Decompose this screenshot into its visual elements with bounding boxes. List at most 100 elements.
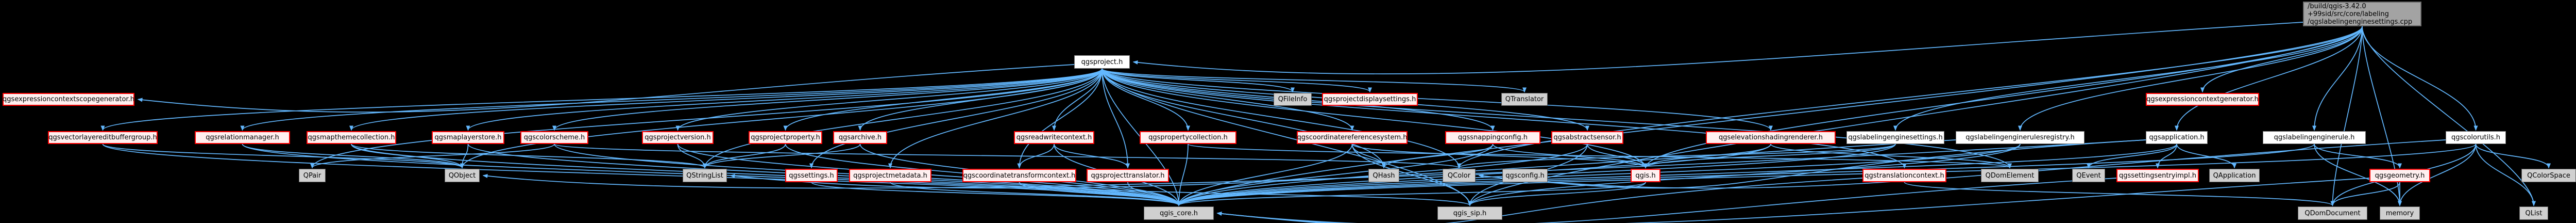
edge-qgscoordinatetransformcontext.h-to-qgis_core.h [1019, 182, 1181, 206]
edge-qgscolorutils.h-to-memory [2398, 144, 2477, 206]
edge-qgspropertycollection.h-to-qgis_core.h [1177, 144, 1189, 206]
node-qgsrelationmanager.h[interactable]: qgsrelationmanager.h [195, 131, 290, 144]
node-qgsexpressioncontextgenerator.h[interactable]: qgsexpressioncontextgenerator.h [2146, 93, 2259, 106]
edge-qgsproject.h-to-QObject [460, 68, 1103, 169]
node-QList[interactable]: QList [2519, 206, 2548, 220]
edge-qgscoordinatereferencesystem.h-to-qgis_core.h [1177, 144, 1353, 206]
edge-qgsrelationmanager.h-to-QObject [242, 144, 464, 169]
node-qgssettingsentryimpl.h[interactable]: qgssettingsentryimpl.h [2116, 169, 2199, 182]
node-qgsarchive.h[interactable]: qgsarchive.h [833, 131, 887, 144]
edge-qgsproject.h-to-QTranslator [1101, 68, 1527, 93]
node-qgsproject.h[interactable]: qgsproject.h [1074, 55, 1130, 69]
node-QApplication[interactable]: QApplication [2209, 169, 2260, 182]
node-qgsprojectproperty.h[interactable]: qgsprojectproperty.h [749, 131, 822, 144]
node-qgsreadwritecontext.h[interactable]: qgsreadwritecontext.h [1014, 131, 1094, 144]
node-QColorSpace[interactable]: QColorSpace [2521, 169, 2576, 182]
edge-qgis.h-to-qgis_core.h [1177, 182, 1646, 206]
node-qgsprojecttranslator.h[interactable]: qgsprojecttranslator.h [1087, 169, 1169, 182]
node-QDomDocument[interactable]: QDomDocument [2298, 206, 2367, 220]
edge-qgsproject.h-to-qgis.h [1101, 68, 1648, 169]
edge-qgsproject.h-to-qgscolorscheme.h [552, 68, 1103, 131]
node-QObject[interactable]: QObject [445, 169, 480, 182]
node-qgis.h[interactable]: qgis.h [1631, 169, 1660, 182]
node-QHash[interactable]: QHash [1368, 169, 1399, 182]
node-QTranslator[interactable]: QTranslator [1501, 93, 1548, 106]
edge-qgsproject.h-to-qgsvectorlayereditbuffergroup.h [100, 68, 1103, 131]
node-qgsprojectmetadata.h[interactable]: qgsprojectmetadata.h [849, 169, 931, 182]
node-qgsgeometry.h[interactable]: qgsgeometry.h [2369, 169, 2430, 182]
edge-cpp-to-qgslabelingenginerule.h [2312, 26, 2363, 131]
node-qgscoordinatereferencesystem.h[interactable]: qgscoordinatereferencesystem.h [1297, 131, 1408, 144]
edge-qgssnappingconfig.h-to-qgis_core.h [1177, 144, 1494, 206]
node-memory[interactable]: memory [2380, 206, 2420, 220]
node-cpp[interactable]: /build/qgis-3.42.0 +99sid/src/core/label… [2303, 2, 2421, 26]
node-qgscolorscheme.h[interactable]: qgscolorscheme.h [520, 131, 588, 144]
node-qgsapplication.h[interactable]: qgsapplication.h [2146, 131, 2208, 144]
edge-qgsgeometry.h-to-QDomDocument [2330, 182, 2400, 206]
edge-qgslabelingenginerulesregistry.h-to-qgis_core.h [1177, 144, 2021, 206]
edge-qgsproject.h-to-qgsprojectdisplaysettings.h [1101, 68, 1372, 93]
node-qgslabelingenginerulesregistry.h[interactable]: qgslabelingenginerulesregistry.h [1956, 131, 2084, 144]
node-QDomElement[interactable]: QDomElement [1981, 169, 2039, 182]
edge-qgscolorscheme.h-to-QPair [310, 144, 555, 169]
edge-qgsproject.h-to-qgsprojectmetadata.h [888, 68, 1103, 169]
node-qgssettings.h[interactable]: qgssettings.h [785, 169, 838, 182]
node-qgstranslationcontext.h[interactable]: qgstranslationcontext.h [1862, 169, 1946, 182]
edge-qgsarchive.h-to-QStringList [703, 144, 861, 169]
node-qgsmapthemecollection.h[interactable]: qgsmapthemecollection.h [307, 131, 396, 144]
edge-qgsproject.h-to-qgselevationshadingrenderer.h [1101, 68, 1773, 131]
node-QFileInfo[interactable]: QFileInfo [1274, 93, 1312, 106]
node-qgslabelingenginesettings.h[interactable]: qgslabelingenginesettings.h [1846, 131, 1944, 144]
edge-qgsreadwritecontext.h-to-qgscoordinatetransformcontext.h [1017, 144, 1055, 169]
node-qgis_sip.h[interactable]: qgis_sip.h [1437, 206, 1502, 220]
edge-qgsprojectproperty.h-to-QStringList [703, 144, 786, 169]
edge-qgsproject.h-to-QStringList [703, 68, 1103, 169]
edge-qgsproject.h-to-qgsmaplayerstore.h [466, 68, 1103, 131]
node-qgsabstractsensor.h[interactable]: qgsabstractsensor.h [1551, 131, 1623, 144]
edge-qgselevationshadingrenderer.h-to-QDomElement [1770, 144, 2012, 169]
node-qgsconfig.h[interactable]: qgsconfig.h [1502, 169, 1548, 182]
edge-cpp-to-QDomDocument [2330, 26, 2363, 206]
edge-qgsproject.h-to-qgspropertycollection.h [1101, 68, 1190, 131]
edge-qgstranslationcontext.h-to-QDomDocument [1904, 182, 2335, 206]
node-qgis_core.h[interactable]: qgis_core.h [1144, 206, 1214, 220]
edge-qgscolorutils.h-to-QColorSpace [2475, 144, 2551, 169]
node-qgsprojectdisplaysettings.h[interactable]: qgsprojectdisplaysettings.h [1322, 93, 1418, 106]
edge-qgscoordinatereferencesystem.h-to-qgis.h [1351, 144, 1648, 169]
edge-qgslabelingenginesettings.h-to-qgis.h [1643, 144, 1896, 169]
node-QColor[interactable]: QColor [1443, 169, 1476, 182]
edge-qgis.h-to-qgis_sip.h [1468, 182, 1646, 206]
node-QPair[interactable]: QPair [299, 169, 326, 182]
edge-cpp-to-qgsproject.h [1132, 22, 2303, 74]
node-QEvent[interactable]: QEvent [2072, 169, 2105, 182]
node-qgsvectorlayereditbuffergroup.h[interactable]: qgsvectorlayereditbuffergroup.h [48, 131, 158, 144]
edge-qgsmaplayerstore.h-to-QObject [460, 144, 469, 169]
node-qgsexpressioncontextscopegenerator.h[interactable]: qgsexpressioncontextscopegenerator.h [3, 93, 134, 106]
edge-cpp-to-qgsapplication.h [2175, 26, 2363, 131]
node-qgselevationshadingrenderer.h[interactable]: qgselevationshadingrenderer.h [1706, 131, 1836, 144]
edge-qgscoordinatetransformcontext.h-to-qgis_sip.h [1019, 182, 1472, 206]
edge-qgsapplication.h-to-QObject [482, 139, 2146, 189]
node-qgslabelingenginerule.h[interactable]: qgslabelingenginerule.h [2263, 131, 2366, 144]
node-QStringList[interactable]: QStringList [683, 169, 727, 182]
node-qgssnappingconfig.h[interactable]: qgssnappingconfig.h [1445, 131, 1540, 144]
node-qgspropertycollection.h[interactable]: qgspropertycollection.h [1140, 131, 1236, 144]
node-qgscolorutils.h[interactable]: qgscolorutils.h [2446, 131, 2506, 144]
edge-qgsmapthemecollection.h-to-qgis_core.h [351, 144, 1181, 206]
edge-qgslabelingenginesettings.h-to-QColor [1457, 144, 1896, 169]
edge-qgsproject.h-to-QColor [1101, 68, 1461, 169]
edge-qgspropertycollection.h-to-QDomElement [1188, 144, 2012, 169]
edge-qgscolorscheme.h-to-QColor [554, 144, 1461, 169]
edge-qgsproject.h-to-qgssettings.h [809, 68, 1103, 169]
node-qgsprojectversion.h[interactable]: qgsprojectversion.h [642, 131, 714, 144]
edge-qgsapplication.h-to-qgssettingsentryimpl.h [2156, 144, 2177, 169]
edge-qgsreadwritecontext.h-to-qgsprojecttranslator.h [1054, 144, 1130, 169]
edge-cpp-to-qgscolorutils.h [2362, 26, 2478, 131]
node-qgsmaplayerstore.h[interactable]: qgsmaplayerstore.h [432, 131, 504, 144]
edge-qgsgeometry.h-to-qgis_core.h [1216, 178, 2370, 223]
edge-qgsproject.h-to-qgsexpressioncontextscopegenerator.h [137, 64, 1075, 113]
node-qgscoordinatetransformcontext.h[interactable]: qgscoordinatetransformcontext.h [962, 169, 1076, 182]
edge-qgsapplication.h-to-QApplication [2176, 144, 2236, 169]
